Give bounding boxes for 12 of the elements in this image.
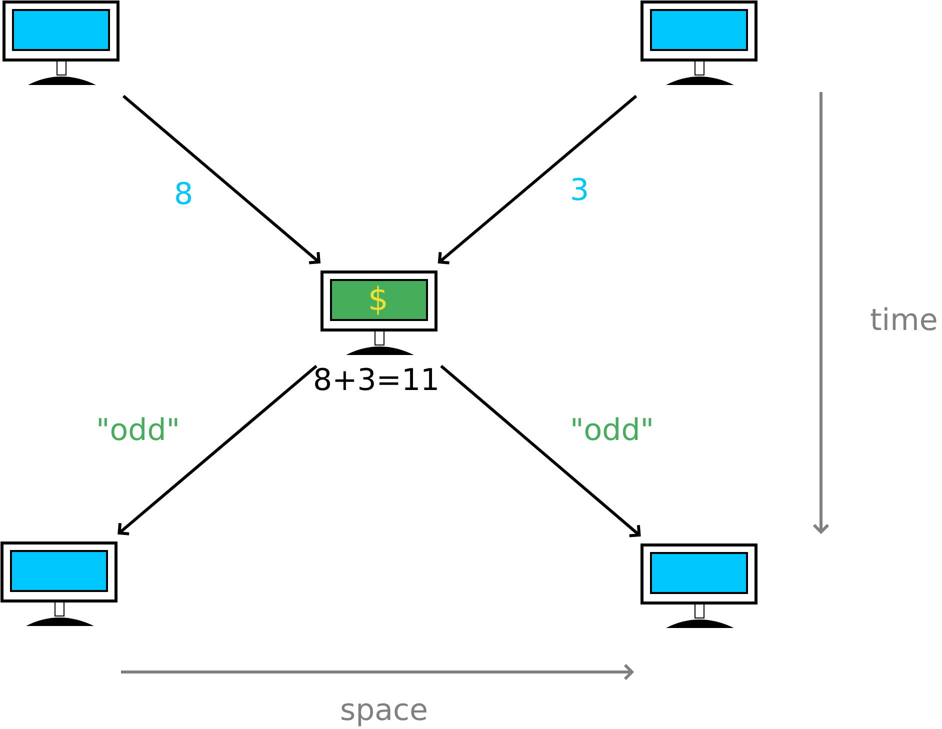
arrow <box>122 94 320 264</box>
edge-label: "odd" <box>570 414 654 448</box>
axis-label: space <box>340 694 428 728</box>
arrow <box>440 364 641 538</box>
edge-label: 3 <box>570 174 590 208</box>
edge-label: 8 <box>174 178 194 212</box>
edge-label: "odd" <box>96 414 180 448</box>
axis-label: time <box>870 304 938 338</box>
screen-text: $ <box>368 282 388 316</box>
arrow <box>438 94 638 264</box>
node-caption: 8+3=11 <box>313 364 440 398</box>
arrow <box>118 364 318 536</box>
